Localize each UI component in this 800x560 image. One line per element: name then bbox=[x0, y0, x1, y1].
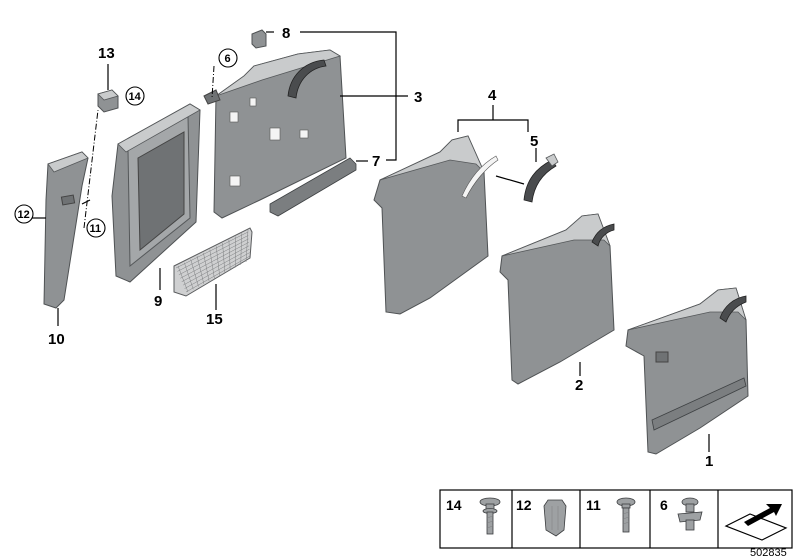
part-13-bracket bbox=[97, 89, 119, 113]
legend-label-12: 12 bbox=[516, 497, 532, 513]
callout-8: 8 bbox=[282, 25, 290, 42]
part-15-cargo-net bbox=[173, 227, 253, 297]
callout-11: 11 bbox=[90, 223, 102, 235]
legend-label-6: 6 bbox=[660, 497, 668, 513]
part-3-side-trim-panel bbox=[203, 49, 347, 219]
part-9-compartment-trim bbox=[111, 103, 201, 283]
callout-1: 1 bbox=[705, 453, 713, 470]
callout-9: 9 bbox=[154, 293, 162, 310]
callout-12: 12 bbox=[18, 209, 30, 221]
legend-label-14: 14 bbox=[446, 497, 462, 513]
part-8-clip bbox=[251, 29, 267, 49]
leader-lines bbox=[30, 31, 710, 452]
part-4-side-trim-panel bbox=[373, 135, 499, 315]
callout-2: 2 bbox=[575, 377, 583, 394]
callout-6: 6 bbox=[225, 53, 231, 65]
mounting-direction-icon bbox=[724, 504, 788, 541]
screw-14-icon bbox=[479, 497, 501, 535]
part-2-side-trim-panel bbox=[499, 213, 615, 385]
callout-7: 7 bbox=[372, 153, 380, 170]
callouts: 1 2 3 4 5 7 8 9 10 13 15 6 14 12 11 bbox=[14, 25, 713, 470]
callout-4: 4 bbox=[488, 87, 497, 104]
part-1-side-trim-panel bbox=[625, 287, 749, 455]
document-number: 502835 bbox=[750, 547, 787, 559]
screw-11-icon bbox=[616, 497, 636, 533]
callout-15: 15 bbox=[206, 311, 223, 328]
expansion-rivet-6-icon bbox=[677, 497, 703, 531]
legend-label-11: 11 bbox=[586, 497, 601, 513]
callout-13: 13 bbox=[98, 45, 115, 62]
callout-10: 10 bbox=[48, 331, 65, 348]
fastener-legend: 14 12 11 6 bbox=[439, 489, 793, 549]
callout-3: 3 bbox=[414, 89, 422, 106]
clip-12-icon bbox=[543, 499, 567, 537]
part-5-handle-trim bbox=[523, 153, 559, 203]
part-10-pillar-trim bbox=[43, 151, 89, 309]
callout-14: 14 bbox=[129, 91, 142, 103]
callout-5: 5 bbox=[530, 133, 538, 150]
part-7-strip bbox=[269, 157, 357, 217]
